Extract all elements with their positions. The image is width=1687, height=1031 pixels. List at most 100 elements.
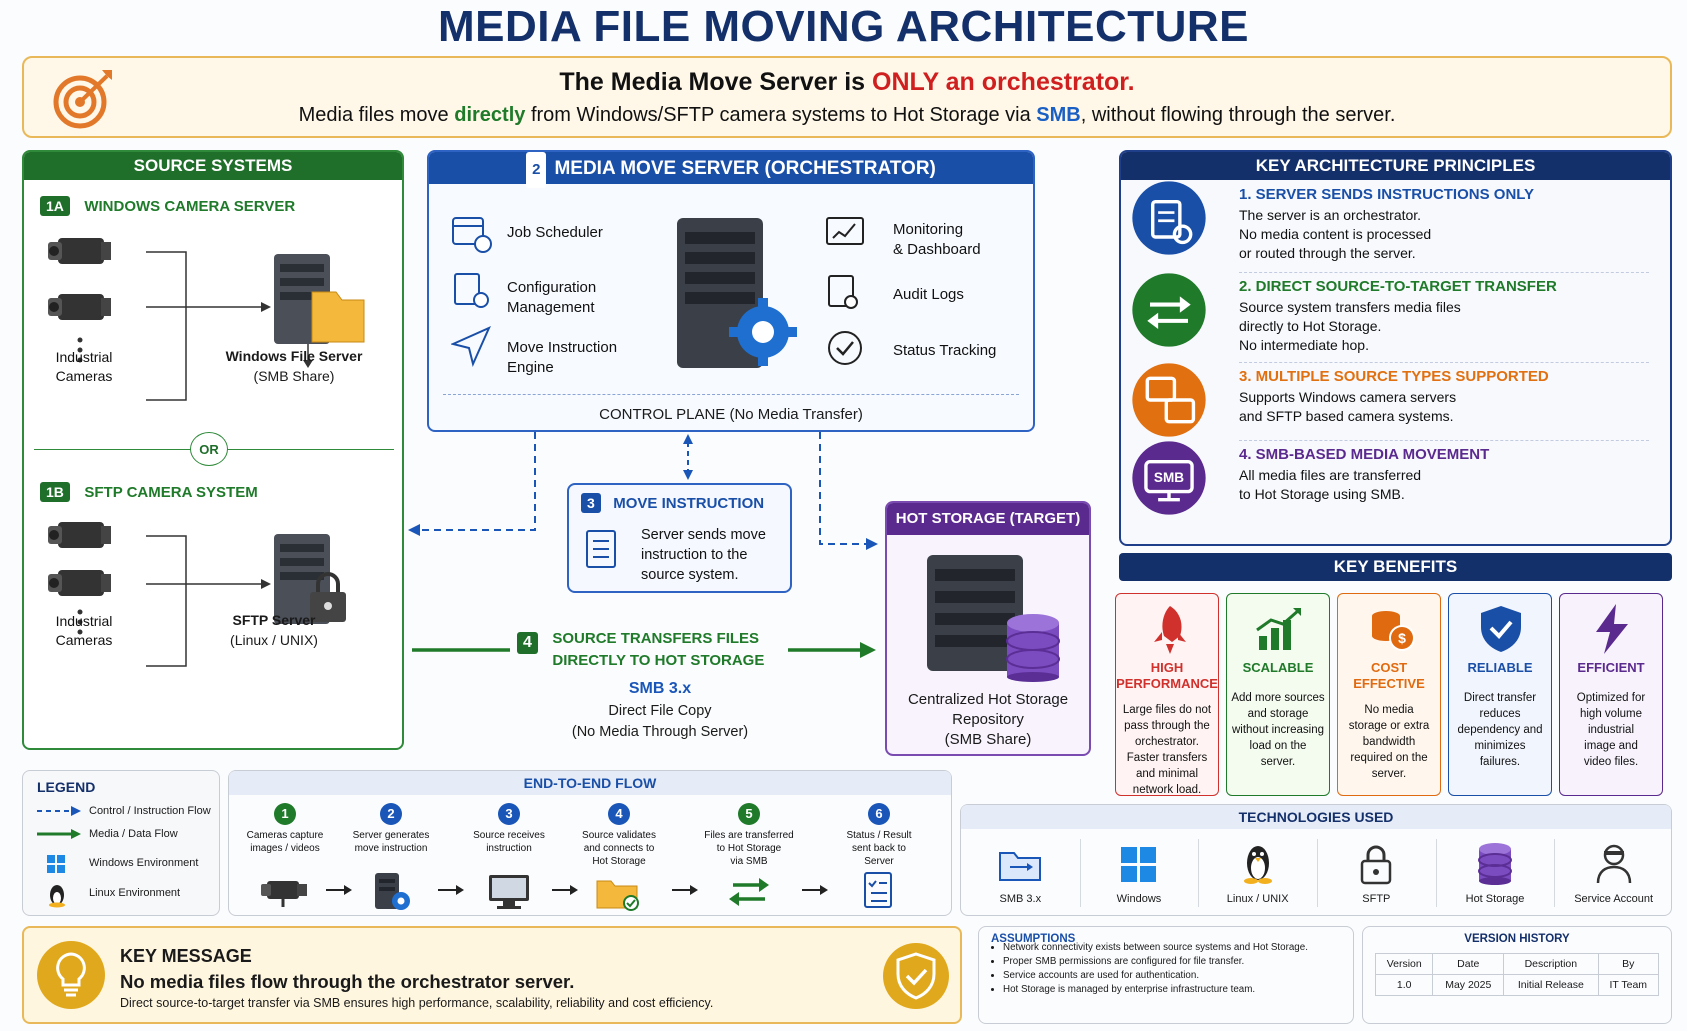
camera-icon <box>261 871 309 911</box>
camera-icon <box>48 522 111 548</box>
flow-step-label: Status / Result sent back to Server <box>846 830 912 867</box>
assumption-item: Hot Storage is managed by enterprise inf… <box>1003 983 1341 997</box>
no-media-through-server-label: (No Media Through Server) <box>571 724 749 740</box>
principle-title: 3. MULTIPLE SOURCE TYPES SUPPORTED <box>1239 368 1549 385</box>
tech-label: Service Account <box>1574 893 1654 905</box>
assumptions-panel: ASSUMPTIONS Network connectivity exists … <box>978 926 1354 1024</box>
orchestrator-server-icon <box>677 218 797 368</box>
sftp-server-sub: (Linux / UNIX) <box>230 632 318 648</box>
lightning-icon <box>1584 602 1640 658</box>
flow-step-label: Source receives instruction <box>473 830 545 854</box>
col-by: By <box>1597 953 1660 975</box>
tech-divider <box>1435 839 1437 907</box>
control-plane-divider <box>443 394 1019 395</box>
direct-file-copy-label: Direct File Copy <box>608 703 712 719</box>
principle-title: 2. DIRECT SOURCE-TO-TARGET TRANSFER <box>1239 278 1557 295</box>
camera-icon <box>48 570 111 596</box>
tech-label: Windows <box>1116 893 1162 905</box>
benefit-desc: Add more sources and storage without inc… <box>1231 692 1325 768</box>
col-date: Date <box>1432 953 1505 975</box>
server-gear-icon <box>367 871 415 911</box>
job-scheduler-label: Job Scheduler <box>507 224 603 241</box>
benefit-desc: Optimized for high volume industrial ima… <box>1576 692 1646 768</box>
orchestrator-left-icons <box>451 217 492 368</box>
move-instruction-desc: Server sends move instruction to the sou… <box>641 527 766 583</box>
data-flow-arrow <box>412 642 876 658</box>
benefit-card: EFFICIENT Optimized for high volume indus… <box>1559 593 1663 796</box>
benefit-title: COST EFFECTIVE <box>1353 660 1425 691</box>
storage-server-icon <box>927 555 1060 682</box>
flow-arrow-icon <box>438 883 464 897</box>
control-plane-label: CONTROL PLANE (No Media Transfer) <box>599 406 863 423</box>
move-instruction-title: 3 MOVE INSTRUCTION <box>581 493 764 513</box>
principle-desc: All media files are transferred to Hot S… <box>1239 467 1422 502</box>
windows-icon <box>1115 841 1163 885</box>
hot-storage-l2: Repository <box>952 711 1024 728</box>
flow-step-number: 2 <box>380 803 402 825</box>
multiple-sources-icon <box>1132 363 1206 437</box>
cell-by: IT Team <box>1597 974 1660 996</box>
tech-divider <box>1198 839 1200 907</box>
flow-step-number: 1 <box>274 803 296 825</box>
page-title: MEDIA FILE MOVING ARCHITECTURE <box>437 2 1250 51</box>
assumptions-list: Network connectivity exists between sour… <box>985 941 1341 997</box>
banner-subline: Media files move directly from Windows/S… <box>298 104 1396 126</box>
assumption-item: Service accounts are used for authentica… <box>1003 969 1341 983</box>
principle-divider <box>1239 362 1649 363</box>
windows-cameras-label: Industrial Cameras <box>55 349 113 384</box>
source-systems-header: SOURCE SYSTEMS <box>24 152 402 180</box>
source-systems-panel: SOURCE SYSTEMS 1A WINDOWS CAMERA SERVER … <box>22 150 404 750</box>
tech-label: SFTP <box>1362 893 1391 905</box>
sftp-camera-diagram <box>48 522 346 667</box>
principle-title: 1. SERVER SENDS INSTRUCTIONS ONLY <box>1239 186 1535 203</box>
principles-header: KEY ARCHITECTURE PRINCIPLES <box>1121 152 1670 180</box>
flow-arrow-icon <box>326 883 352 897</box>
benefit-title: EFFICIENT <box>1577 660 1645 675</box>
growth-chart-icon <box>1251 602 1307 658</box>
cell-description: Initial Release <box>1503 974 1599 996</box>
principle-divider <box>1239 440 1649 441</box>
windows-file-server-icon <box>274 254 365 368</box>
assumption-item: Network connectivity exists between sour… <box>1003 941 1341 955</box>
audit-search-icon <box>828 275 858 309</box>
legend-media-flow: Media / Data Flow <box>89 828 178 840</box>
camera-icon <box>48 238 111 264</box>
status-tracking-label: Status Tracking <box>893 342 997 359</box>
hot-storage-l3: (SMB Share) <box>944 731 1032 748</box>
windows-file-server-sub: (SMB Share) <box>253 368 335 384</box>
database-icon <box>1471 841 1519 885</box>
dashboard-icon <box>826 217 864 245</box>
col-description: Description <box>1503 953 1599 975</box>
lightbulb-icon <box>37 941 105 1009</box>
tech-divider <box>1554 839 1556 907</box>
monitoring-dashboard-label: Monitoring & Dashboard <box>893 221 981 258</box>
document-icon <box>586 530 616 568</box>
tech-label: SMB 3.x <box>999 893 1042 905</box>
linux-penguin-icon <box>49 885 65 908</box>
flow-arrow-icon <box>802 883 828 897</box>
orchestrator-banner: The Media Move Server is ONLY an orchest… <box>22 56 1672 138</box>
flow-step-label: Cameras capture images / videos <box>246 830 324 854</box>
benefit-desc: Direct transfer reduces dependency and m… <box>1457 692 1543 768</box>
principle-divider <box>1239 272 1649 273</box>
benefits-header: KEY BENEFITS <box>1119 553 1672 581</box>
sftp-server-label: SFTP Server <box>232 612 316 628</box>
control-flow-arrows <box>408 432 878 550</box>
flow-step-label: Files are transferred to Hot Storage via… <box>704 830 794 867</box>
hot-storage-l1: Centralized Hot Storage <box>907 691 1069 708</box>
assumption-item: Proper SMB permissions are configured fo… <box>1003 955 1341 969</box>
flow-step-number: 3 <box>498 803 520 825</box>
shield-check-icon <box>1473 602 1529 658</box>
move-instruction-engine-label: Move Instruction Engine <box>507 339 618 376</box>
banner-headline: The Media Move Server is ONLY an orchest… <box>559 68 1135 96</box>
flow-step-number: 6 <box>868 803 890 825</box>
hot-storage-header: HOT STORAGE (TARGET) <box>887 503 1089 535</box>
transfer-arrows-icon <box>725 871 773 911</box>
hot-storage-panel: HOT STORAGE (TARGET) Centralized Hot Sto… <box>885 501 1091 756</box>
